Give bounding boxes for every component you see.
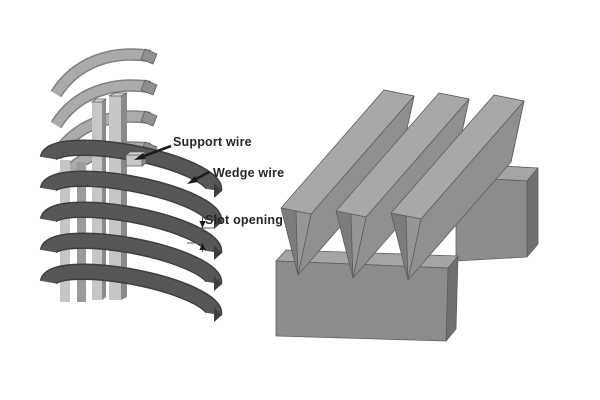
dark-band-end-chamfers: [214, 183, 222, 322]
wedge-wire-slope-faces: [297, 95, 525, 281]
support-rod-front-top: [108, 92, 128, 97]
wedge-wires: [280, 89, 525, 281]
support-wire-callout: Support wire: [134, 135, 252, 160]
cylindrical-screen-illustration: [39, 48, 223, 322]
wedge-wire-top-faces: [280, 89, 525, 220]
back-block-side-face: [526, 167, 539, 258]
slot-opening-label: Slot opening: [205, 213, 283, 227]
dark-bands: [41, 140, 221, 316]
dimension-arrowhead-up: [199, 243, 206, 250]
annotations: Support wire Wedge wire Slot opening: [134, 135, 284, 252]
support-wire-label: Support wire: [173, 135, 252, 149]
wedge-wire-arrow-tail: [195, 170, 210, 181]
wedge-profile-illustration: [275, 89, 539, 342]
dimension-arrowhead-down: [199, 221, 206, 228]
wedge-wire-label: Wedge wire: [213, 166, 284, 180]
support-rod-middle-top: [91, 98, 107, 103]
support-wire-arrowhead: [134, 153, 146, 160]
light-band-end-faces: [140, 48, 158, 158]
support-rod-middle: [92, 102, 102, 300]
front-block-front-face: [275, 260, 449, 342]
wedge-wire-callout: Wedge wire: [187, 166, 284, 184]
support-wire-arrow-tail: [143, 144, 172, 158]
wedge-wire-cap-light-faces: [295, 210, 422, 281]
slot-opening-dimension: Slot opening: [187, 213, 283, 252]
support-rod-mid-gray: [77, 162, 86, 302]
wedge-wire-arrowhead: [187, 176, 198, 184]
support-rod-back-left: [60, 160, 70, 302]
